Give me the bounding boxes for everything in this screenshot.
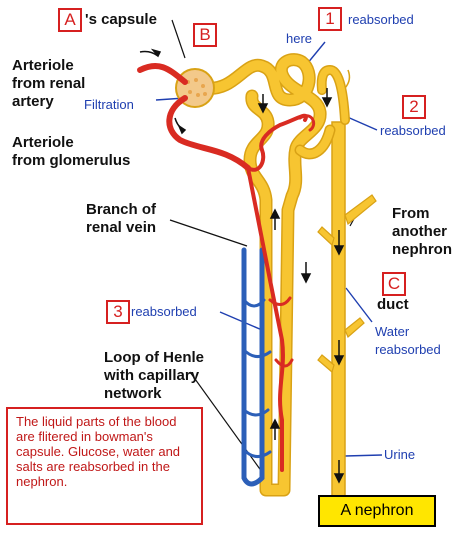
from-label-1: From	[392, 205, 430, 222]
glomerulus-dots	[186, 78, 207, 97]
arteriole-renal-label-1: Arteriole	[12, 57, 74, 74]
label-box-2: 2	[402, 95, 426, 119]
from-label-3: nephron	[392, 241, 452, 258]
leader-line-water	[345, 287, 373, 323]
label-box-c: C	[382, 272, 406, 296]
from-label-2: another	[392, 223, 448, 240]
reabsorbed-label-1: reabsorbed	[348, 12, 414, 27]
renal-vein	[241, 247, 272, 487]
arteriole-renal-label-2: from renal	[12, 75, 86, 92]
urine-label: Urine	[384, 447, 416, 462]
arterioles	[137, 62, 316, 472]
reabsorbed-label-3: reabsorbed	[131, 304, 197, 319]
loop-henle-label-1: Loop of Henle	[104, 349, 204, 366]
collecting-duct	[316, 64, 377, 521]
explanation-note: The liquid parts of the blood are fliter…	[6, 407, 203, 525]
label-box-3: 3	[106, 300, 130, 324]
duct-label: duct	[377, 296, 409, 313]
capsule-label: 's capsule	[85, 11, 157, 28]
arteriole-glomerulus-label-2: from glomerulus	[12, 152, 131, 169]
reabsorbed-label-2: reabsorbed	[380, 123, 446, 138]
water-label-2: reabsorbed	[375, 342, 441, 357]
label-box-1: 1	[318, 7, 342, 31]
diagram-title: A nephron	[318, 495, 436, 527]
label-box-a: A	[58, 8, 82, 32]
label-box-b: B	[193, 23, 217, 47]
water-label-1: Water	[375, 324, 410, 339]
leader-line-3	[219, 311, 263, 331]
branch-renal-vein-label-1: Branch of	[86, 201, 157, 218]
arteriole-glomerulus-label-1: Arteriole	[12, 134, 74, 151]
arteriole-renal-label-3: artery	[12, 93, 54, 110]
flow-arrows	[139, 48, 345, 484]
filtration-label: Filtration	[84, 97, 134, 112]
branch-renal-vein-label-2: renal vein	[86, 219, 157, 236]
leader-line-2	[344, 115, 378, 131]
nephron-tubule	[198, 53, 336, 497]
leader-line-urine	[344, 454, 383, 457]
here-label: here	[286, 31, 313, 46]
loop-henle-label-3: network	[104, 385, 162, 402]
loop-henle-label-2: with capillary	[104, 367, 200, 384]
